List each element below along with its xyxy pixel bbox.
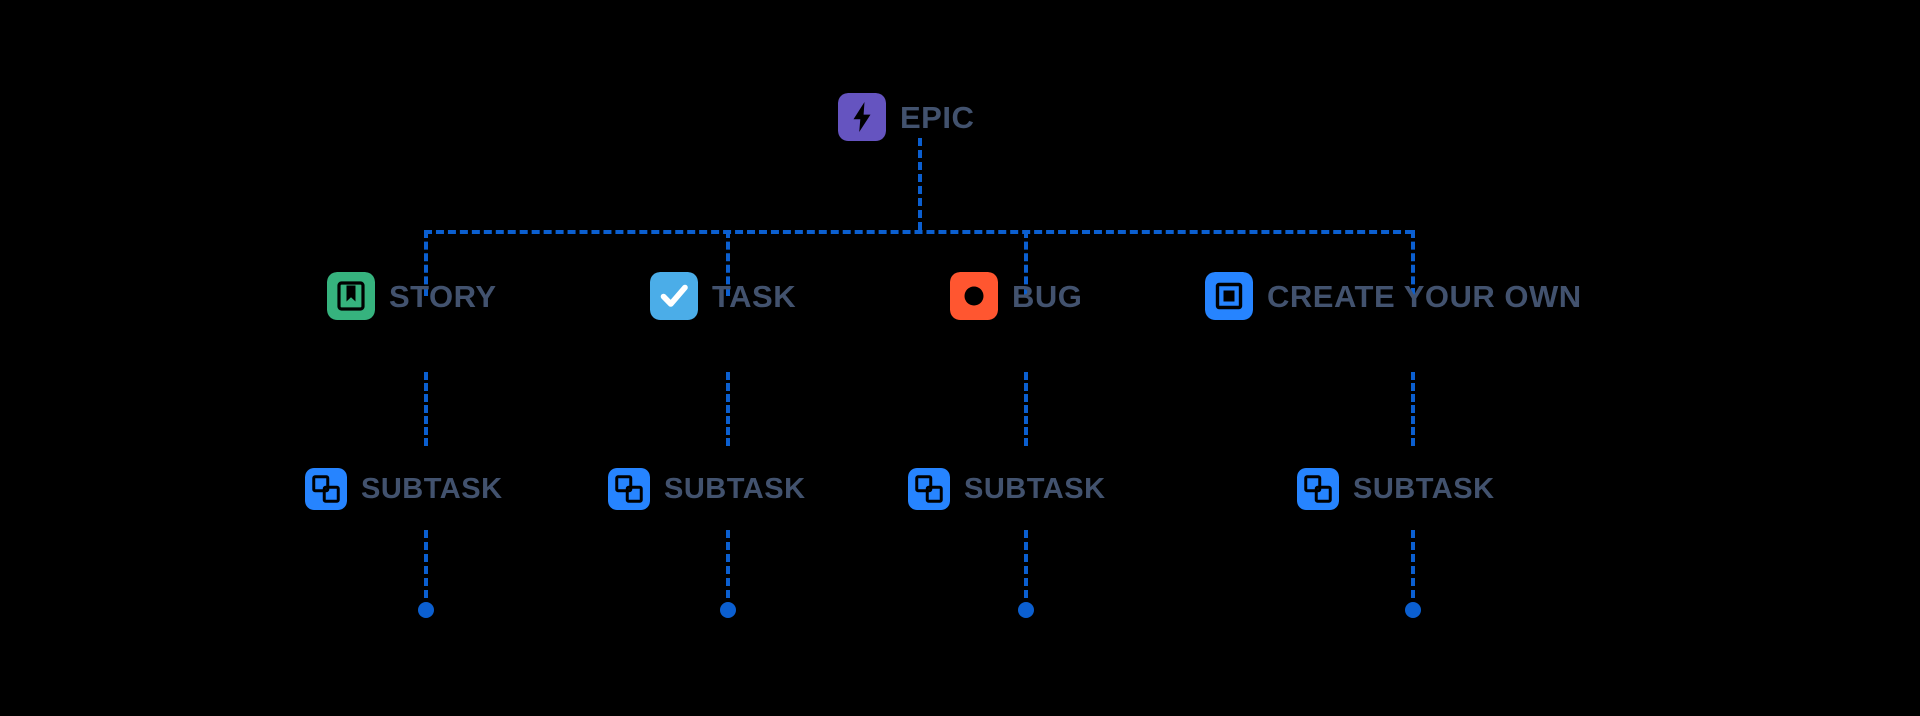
node-subtask-1-label: SUBTASK bbox=[361, 472, 503, 505]
node-bug-label: BUG bbox=[1012, 278, 1083, 314]
node-subtask-3[interactable]: SUBTASK bbox=[908, 468, 1106, 510]
node-subtask-4-label: SUBTASK bbox=[1353, 472, 1495, 505]
epic-lightning-icon bbox=[838, 93, 886, 141]
story-bookmark-icon bbox=[327, 272, 375, 320]
custom-square-icon bbox=[1205, 272, 1253, 320]
connector-task-to-subtask bbox=[726, 372, 730, 446]
terminal-dot-1 bbox=[418, 602, 434, 618]
node-bug[interactable]: BUG bbox=[950, 272, 1082, 320]
bug-circle-icon bbox=[950, 272, 998, 320]
subtask-squares-icon bbox=[1297, 468, 1339, 510]
node-subtask-4[interactable]: SUBTASK bbox=[1297, 468, 1495, 510]
node-epic[interactable]: EPIC bbox=[838, 93, 974, 141]
connector-subtask-1-tail bbox=[424, 530, 428, 598]
subtask-squares-icon bbox=[305, 468, 347, 510]
subtask-squares-icon bbox=[908, 468, 950, 510]
connector-bug-to-subtask bbox=[1024, 372, 1028, 446]
node-story-label: STORY bbox=[389, 278, 497, 314]
node-subtask-1[interactable]: SUBTASK bbox=[305, 468, 503, 510]
node-create-your-own-label: CREATE YOUR OWN bbox=[1267, 278, 1582, 314]
terminal-dot-2 bbox=[720, 602, 736, 618]
terminal-dot-4 bbox=[1405, 602, 1421, 618]
connector-horizontal-bus bbox=[424, 230, 1413, 234]
connector-custom-to-subtask bbox=[1411, 372, 1415, 446]
node-story[interactable]: STORY bbox=[327, 272, 497, 320]
node-task[interactable]: TASK bbox=[650, 272, 796, 320]
connector-subtask-4-tail bbox=[1411, 530, 1415, 598]
node-create-your-own[interactable]: CREATE YOUR OWN bbox=[1205, 272, 1582, 320]
connector-epic-stem bbox=[918, 138, 922, 230]
node-subtask-3-label: SUBTASK bbox=[964, 472, 1106, 505]
subtask-squares-icon bbox=[608, 468, 650, 510]
node-subtask-2[interactable]: SUBTASK bbox=[608, 468, 806, 510]
task-check-icon bbox=[650, 272, 698, 320]
connector-subtask-2-tail bbox=[726, 530, 730, 598]
terminal-dot-3 bbox=[1018, 602, 1034, 618]
node-subtask-2-label: SUBTASK bbox=[664, 472, 806, 505]
connector-story-to-subtask bbox=[424, 372, 428, 446]
connector-subtask-3-tail bbox=[1024, 530, 1028, 598]
node-epic-label: EPIC bbox=[900, 99, 975, 135]
node-task-label: TASK bbox=[712, 278, 797, 314]
